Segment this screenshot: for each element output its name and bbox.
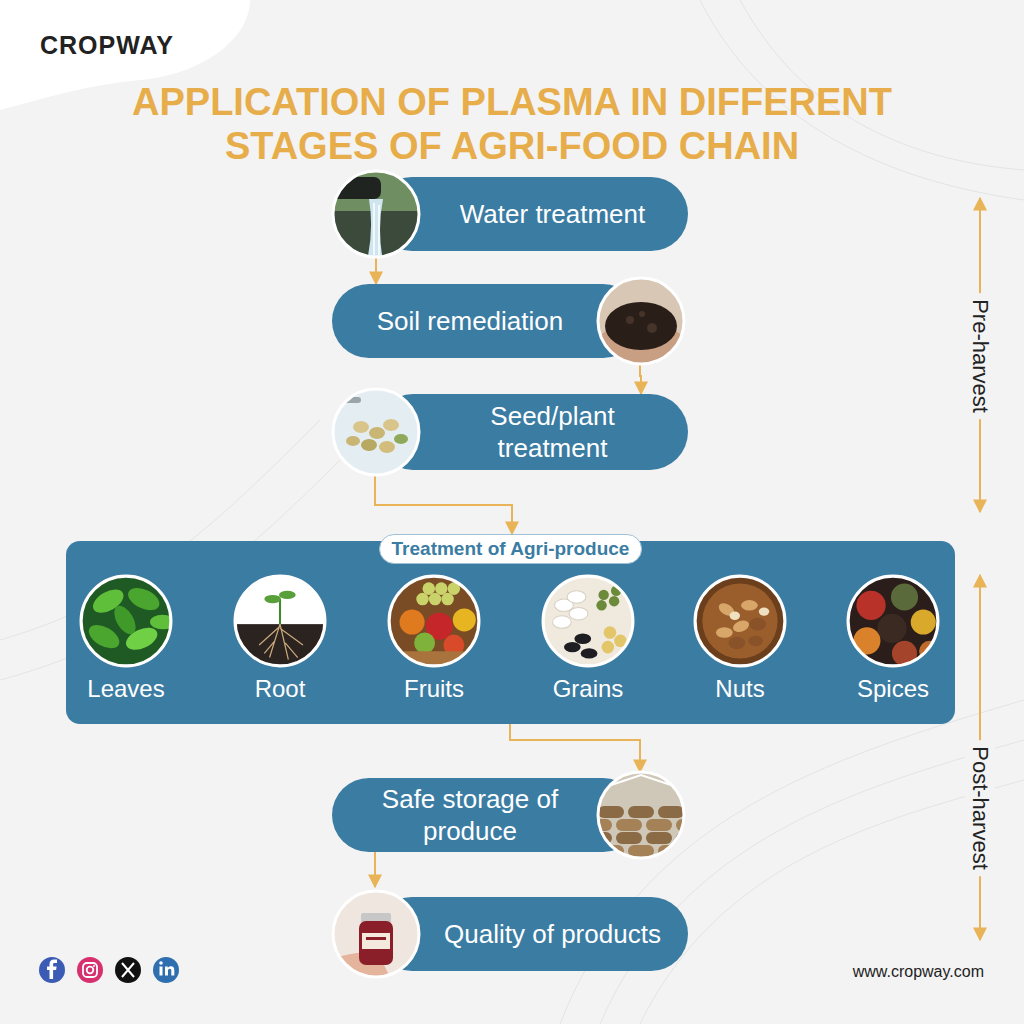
item-label: Leaves — [61, 674, 191, 704]
stage-label: Post-harvest — [965, 740, 995, 876]
stage-label: Pre-harvest — [965, 293, 995, 419]
social-icons — [39, 957, 179, 983]
pill-text: Seed/plant treatment — [458, 400, 648, 465]
produce-icon — [846, 574, 940, 668]
produce-item: Spices — [828, 574, 958, 704]
icon-circle — [596, 770, 686, 860]
produce-icon — [79, 574, 173, 668]
item-label: Grains — [523, 674, 653, 704]
process-pill: Water treatment — [375, 177, 688, 251]
process-pill: Seed/plant treatment — [375, 394, 688, 470]
icon-circle — [331, 889, 421, 979]
produce-item: Grains — [523, 574, 653, 704]
produce-icon — [693, 574, 787, 668]
panel-background — [66, 541, 955, 724]
pill-text: Quality of products — [444, 918, 661, 951]
process-pill: Safe storage of produce — [332, 778, 640, 852]
process-pill: Soil remediation — [332, 284, 640, 358]
website-url: www.cropway.com — [853, 963, 984, 981]
produce-item: Leaves — [61, 574, 191, 704]
pill-text: Water treatment — [460, 198, 645, 231]
pill-text: Safe storage of produce — [370, 783, 570, 848]
produce-icon — [387, 574, 481, 668]
item-label: Root — [215, 674, 345, 704]
icon-circle — [331, 387, 421, 477]
produce-item: Root — [215, 574, 345, 704]
item-label: Spices — [828, 674, 958, 704]
title: APPLICATION OF PLASMA IN DIFFERENT STAGE… — [40, 80, 984, 168]
produce-icon — [541, 574, 635, 668]
produce-icon — [233, 574, 327, 668]
process-pill: Quality of products — [375, 897, 688, 971]
item-label: Nuts — [675, 674, 805, 704]
item-label: Fruits — [369, 674, 499, 704]
produce-item: Nuts — [675, 574, 805, 704]
produce-item: Fruits — [369, 574, 499, 704]
brand-logo: CROPWAY — [40, 31, 174, 60]
produce-panel: Treatment of Agri-produceLeavesRootFruit… — [66, 534, 955, 724]
flow-arrow — [510, 724, 640, 772]
pill-text: Soil remediation — [377, 305, 563, 338]
panel-heading: Treatment of Agri-produce — [379, 534, 643, 564]
flow-arrow — [375, 470, 512, 534]
flow-arrow — [374, 852, 376, 887]
icon-circle — [331, 169, 421, 259]
icon-circle — [596, 276, 686, 366]
